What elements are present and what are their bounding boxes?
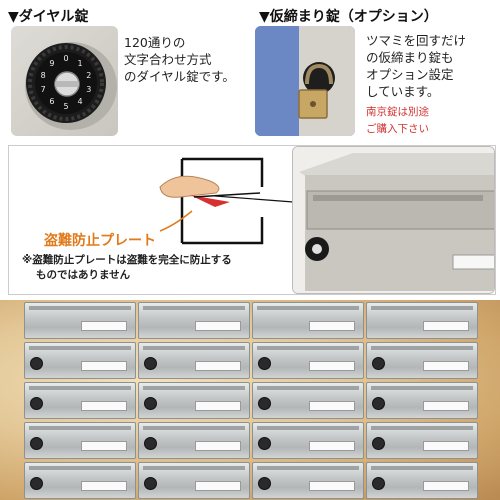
antitheft-hand-diagram bbox=[159, 157, 264, 245]
mailbox-unit bbox=[24, 382, 136, 419]
mailbox-unit bbox=[24, 462, 136, 499]
dial-digit: 7 bbox=[40, 85, 46, 95]
padlock-heading: ▼仮締まり錠（オプション） bbox=[259, 9, 438, 25]
dial-lock-description: 120通りの 文字合わせ方式 のダイヤル錠です。 bbox=[124, 34, 235, 85]
mailbox-unit bbox=[138, 342, 250, 379]
mailbox-unit bbox=[366, 382, 478, 419]
mailbox-unit bbox=[138, 382, 250, 419]
mailbox-unit bbox=[252, 382, 364, 419]
caution-line: ※盗難防止プレートは盗難を完全に防止する bbox=[22, 254, 232, 266]
antitheft-plate-label: 盗難防止プレート bbox=[44, 233, 156, 249]
mailbox-unit bbox=[252, 342, 364, 379]
padlock-description: ツマミを回すだけ の仮締まり錠も オプション設定 しています。 bbox=[366, 32, 466, 100]
mailbox-unit bbox=[252, 422, 364, 459]
mailbox-grid bbox=[0, 300, 500, 500]
padlock-desc-line: オプション設定 bbox=[366, 67, 454, 82]
mailbox-unit bbox=[138, 422, 250, 459]
mailbox-unit bbox=[138, 462, 250, 499]
mailbox-unit bbox=[366, 422, 478, 459]
dial-desc-line: 文字合わせ方式 bbox=[124, 52, 212, 67]
padlock-desc-line: しています。 bbox=[366, 84, 440, 99]
dial-digit: 8 bbox=[40, 70, 46, 80]
dial-digit: 5 bbox=[63, 102, 69, 111]
dial-digit: 4 bbox=[77, 97, 83, 107]
antitheft-caution: ※盗難防止プレートは盗難を完全に防止する ものではありません bbox=[22, 253, 232, 283]
caution-line: ものではありません bbox=[36, 269, 131, 281]
padlock-note-line: ご購入下さい bbox=[366, 123, 429, 135]
mailbox-unit bbox=[252, 302, 364, 339]
dial-digit: 1 bbox=[77, 58, 83, 68]
mailbox-unit bbox=[366, 342, 478, 379]
dial-lock-heading: ▼ダイヤル錠 bbox=[8, 9, 89, 25]
dial-desc-line: のダイヤル錠です。 bbox=[124, 69, 235, 84]
padlock-desc-line: の仮締まり錠も bbox=[366, 50, 454, 65]
mailbox-unit bbox=[24, 302, 136, 339]
dial-lock-image bbox=[25, 42, 117, 130]
mailbox-unit bbox=[24, 342, 136, 379]
antitheft-diagram bbox=[10, 147, 280, 293]
mailbox-unit bbox=[24, 422, 136, 459]
mailbox-closeup-image bbox=[293, 147, 494, 293]
mailbox-unit bbox=[138, 302, 250, 339]
dial-desc-line: 120通りの bbox=[124, 35, 186, 50]
dial-digit: 6 bbox=[49, 97, 55, 107]
dial-digit: 3 bbox=[86, 85, 92, 95]
dial-digit: 0 bbox=[63, 54, 69, 63]
mailbox-unit bbox=[366, 462, 478, 499]
dial-digit: 9 bbox=[49, 58, 55, 68]
padlock-image bbox=[255, 26, 355, 136]
mailbox-unit bbox=[366, 302, 478, 339]
mailbox-bank-photo bbox=[0, 300, 500, 500]
dial-digit: 2 bbox=[86, 70, 92, 80]
padlock-note-line: 南京錠は別途 bbox=[366, 106, 429, 118]
padlock-note: 南京錠は別途 ご購入下さい bbox=[366, 104, 429, 138]
padlock-photo bbox=[255, 26, 355, 136]
mailbox-closeup-photo bbox=[292, 146, 495, 294]
padlock-desc-line: ツマミを回すだけ bbox=[366, 33, 467, 48]
mailbox-unit bbox=[252, 462, 364, 499]
